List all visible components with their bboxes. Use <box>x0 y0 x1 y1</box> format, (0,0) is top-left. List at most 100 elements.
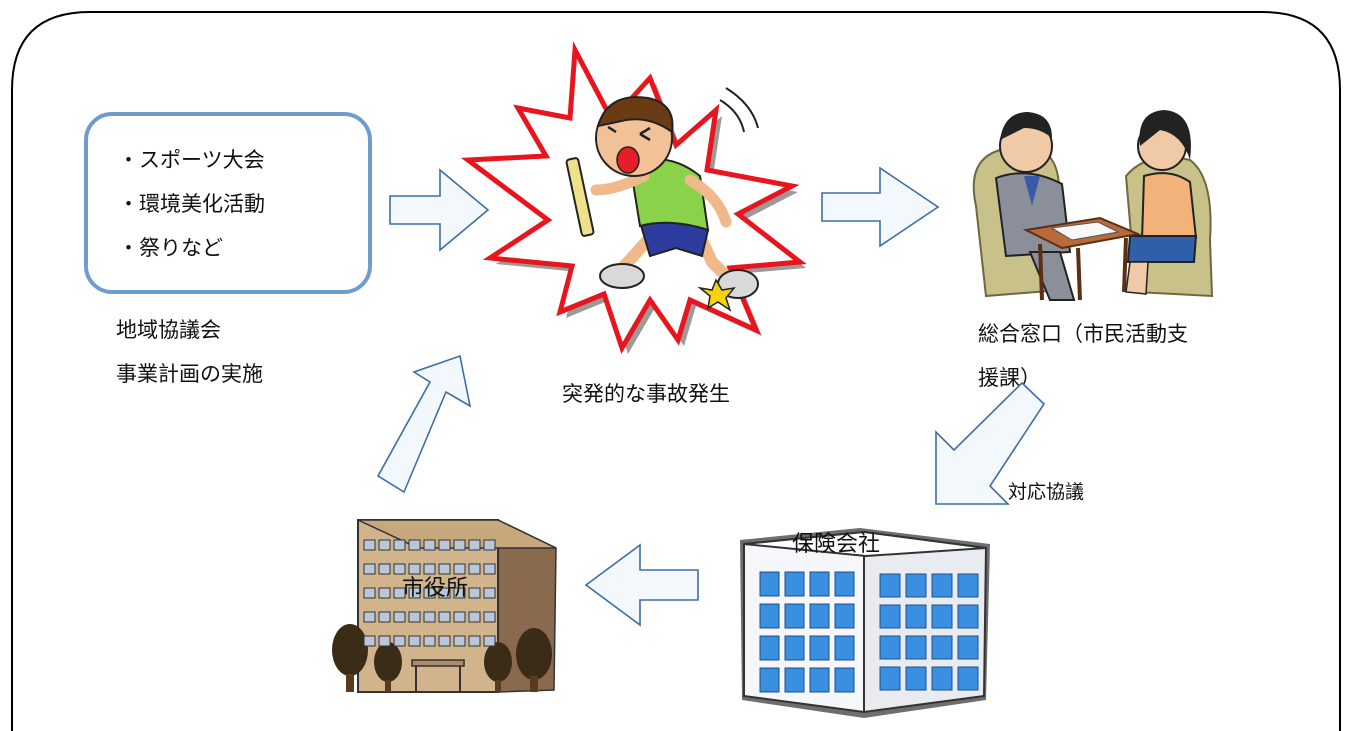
window <box>378 635 391 647</box>
window <box>879 666 901 691</box>
window <box>453 611 466 623</box>
insurance-windows <box>759 571 979 693</box>
activity-item: ・環境美化活動 <box>118 192 265 216</box>
window <box>453 563 466 575</box>
window <box>423 611 436 623</box>
window <box>759 603 780 629</box>
counter-label-line2: 援課） <box>978 366 1041 390</box>
window <box>393 587 406 599</box>
window <box>905 573 927 598</box>
window <box>879 604 901 629</box>
window <box>408 611 421 623</box>
insurance-label: 保険会社 <box>792 532 881 557</box>
window <box>453 635 466 647</box>
window <box>363 611 376 623</box>
window <box>453 587 466 599</box>
window <box>759 635 780 661</box>
window <box>809 667 830 693</box>
window <box>905 666 927 691</box>
window <box>468 539 481 551</box>
window <box>957 573 979 598</box>
window <box>834 603 855 629</box>
window <box>905 604 927 629</box>
window <box>931 666 953 691</box>
arrow-down-left-icon <box>935 381 1046 505</box>
window <box>408 587 421 599</box>
window <box>438 587 451 599</box>
window <box>378 539 391 551</box>
window <box>438 563 451 575</box>
window <box>378 587 391 599</box>
window <box>759 667 780 693</box>
counter-label-line1: 総合窓口（市民活動支 <box>978 322 1188 346</box>
window <box>363 635 376 647</box>
window <box>931 635 953 660</box>
window <box>363 539 376 551</box>
window <box>879 635 901 660</box>
window <box>483 539 496 551</box>
accident-label: 突発的な事故発生 <box>562 382 730 406</box>
city-hall-label: 市役所 <box>402 576 469 601</box>
window <box>879 573 901 598</box>
window <box>363 587 376 599</box>
window <box>423 539 436 551</box>
window <box>468 563 481 575</box>
window <box>905 635 927 660</box>
window <box>393 635 406 647</box>
window <box>834 667 855 693</box>
window <box>363 563 376 575</box>
tree-icon <box>332 624 552 692</box>
window <box>483 563 496 575</box>
window <box>378 611 391 623</box>
consultation-icon <box>972 110 1214 301</box>
window <box>453 539 466 551</box>
window <box>784 603 805 629</box>
window <box>784 571 805 597</box>
window <box>483 635 496 647</box>
city-hall-windows <box>363 539 496 647</box>
activities-box: ・スポーツ大会 ・環境美化活動 ・祭りなど <box>84 112 372 294</box>
window <box>438 539 451 551</box>
window <box>468 611 481 623</box>
window <box>834 635 855 661</box>
negotiation-label: 対応協議 <box>1008 481 1085 503</box>
arrow-right-icon <box>389 168 490 252</box>
activity-item: ・祭りなど <box>118 236 223 260</box>
window <box>957 604 979 629</box>
council-label-line1: 地域協議会 <box>116 318 221 342</box>
window <box>438 611 451 623</box>
window <box>393 563 406 575</box>
window <box>809 603 830 629</box>
arrow-up-right-icon <box>376 354 472 494</box>
window <box>931 573 953 598</box>
window <box>423 635 436 647</box>
window <box>784 635 805 661</box>
window <box>809 635 830 661</box>
arrow-right-icon <box>821 166 940 248</box>
window <box>408 539 421 551</box>
window <box>809 571 830 597</box>
window <box>393 611 406 623</box>
window <box>834 571 855 597</box>
activity-item: ・スポーツ大会 <box>118 148 265 172</box>
window <box>759 571 780 597</box>
window <box>423 563 436 575</box>
window <box>408 635 421 647</box>
window <box>483 611 496 623</box>
window <box>468 635 481 647</box>
council-label-line2: 事業計画の実施 <box>116 362 263 386</box>
window <box>423 587 436 599</box>
window <box>408 563 421 575</box>
window <box>483 587 496 599</box>
window <box>438 635 451 647</box>
window <box>931 604 953 629</box>
window <box>378 563 391 575</box>
running-boy-icon <box>565 87 759 312</box>
window <box>784 667 805 693</box>
window <box>957 635 979 660</box>
arrow-left-icon <box>584 543 699 627</box>
window <box>957 666 979 691</box>
window <box>468 587 481 599</box>
